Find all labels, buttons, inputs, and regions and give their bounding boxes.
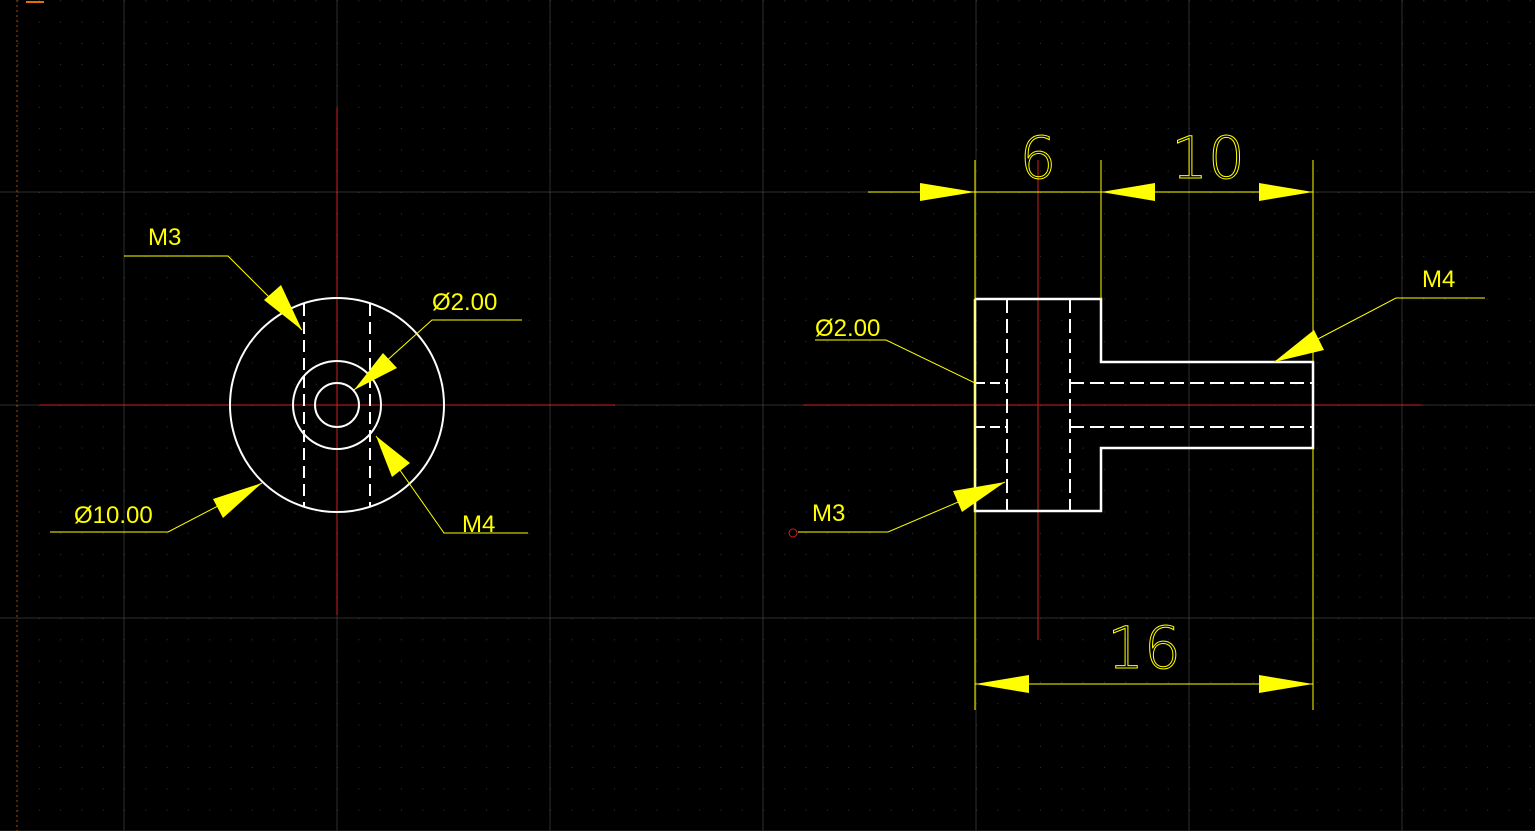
hole-circle[interactable] [314, 382, 360, 428]
dim-text-overall-length[interactable]: 16 [1107, 614, 1182, 683]
leader-outer-dia[interactable] [50, 482, 263, 533]
callout-m4-side[interactable]: M4 [1422, 266, 1455, 293]
callout-outer-dia[interactable]: Ø10.00 [74, 502, 153, 529]
leader-m4-side[interactable] [1273, 297, 1485, 363]
callout-hole-dia-side[interactable]: Ø2.00 [815, 315, 880, 342]
dim-line-bottom[interactable] [975, 675, 1313, 693]
leader-m3-front[interactable] [124, 255, 303, 331]
leader-m3-side[interactable] [798, 481, 1006, 533]
dim-text-shaft-length[interactable]: 10 [1171, 124, 1246, 193]
callout-hole-dia-front[interactable]: Ø2.00 [432, 289, 497, 316]
outer-circle[interactable] [229, 297, 445, 513]
leader-m4-front[interactable] [375, 435, 528, 534]
callout-m4-front[interactable]: M4 [462, 511, 495, 538]
side-view[interactable]: Ø2.00 M3 M4 6 10 16 [788, 124, 1485, 710]
leader-hole-dia-side[interactable] [815, 339, 976, 384]
origin-marker [16, 0, 44, 831]
dim-text-head-length[interactable]: 6 [1019, 124, 1057, 193]
dim-line-top[interactable] [868, 183, 1313, 201]
front-view[interactable]: M3 Ø2.00 Ø10.00 M4 [40, 108, 615, 615]
callout-m3-front[interactable]: M3 [148, 224, 181, 251]
m4-circle[interactable] [292, 360, 382, 450]
ucs-marker [788, 528, 798, 538]
callout-m3-side[interactable]: M3 [812, 500, 845, 527]
leader-hole-dia-front[interactable] [353, 319, 522, 391]
